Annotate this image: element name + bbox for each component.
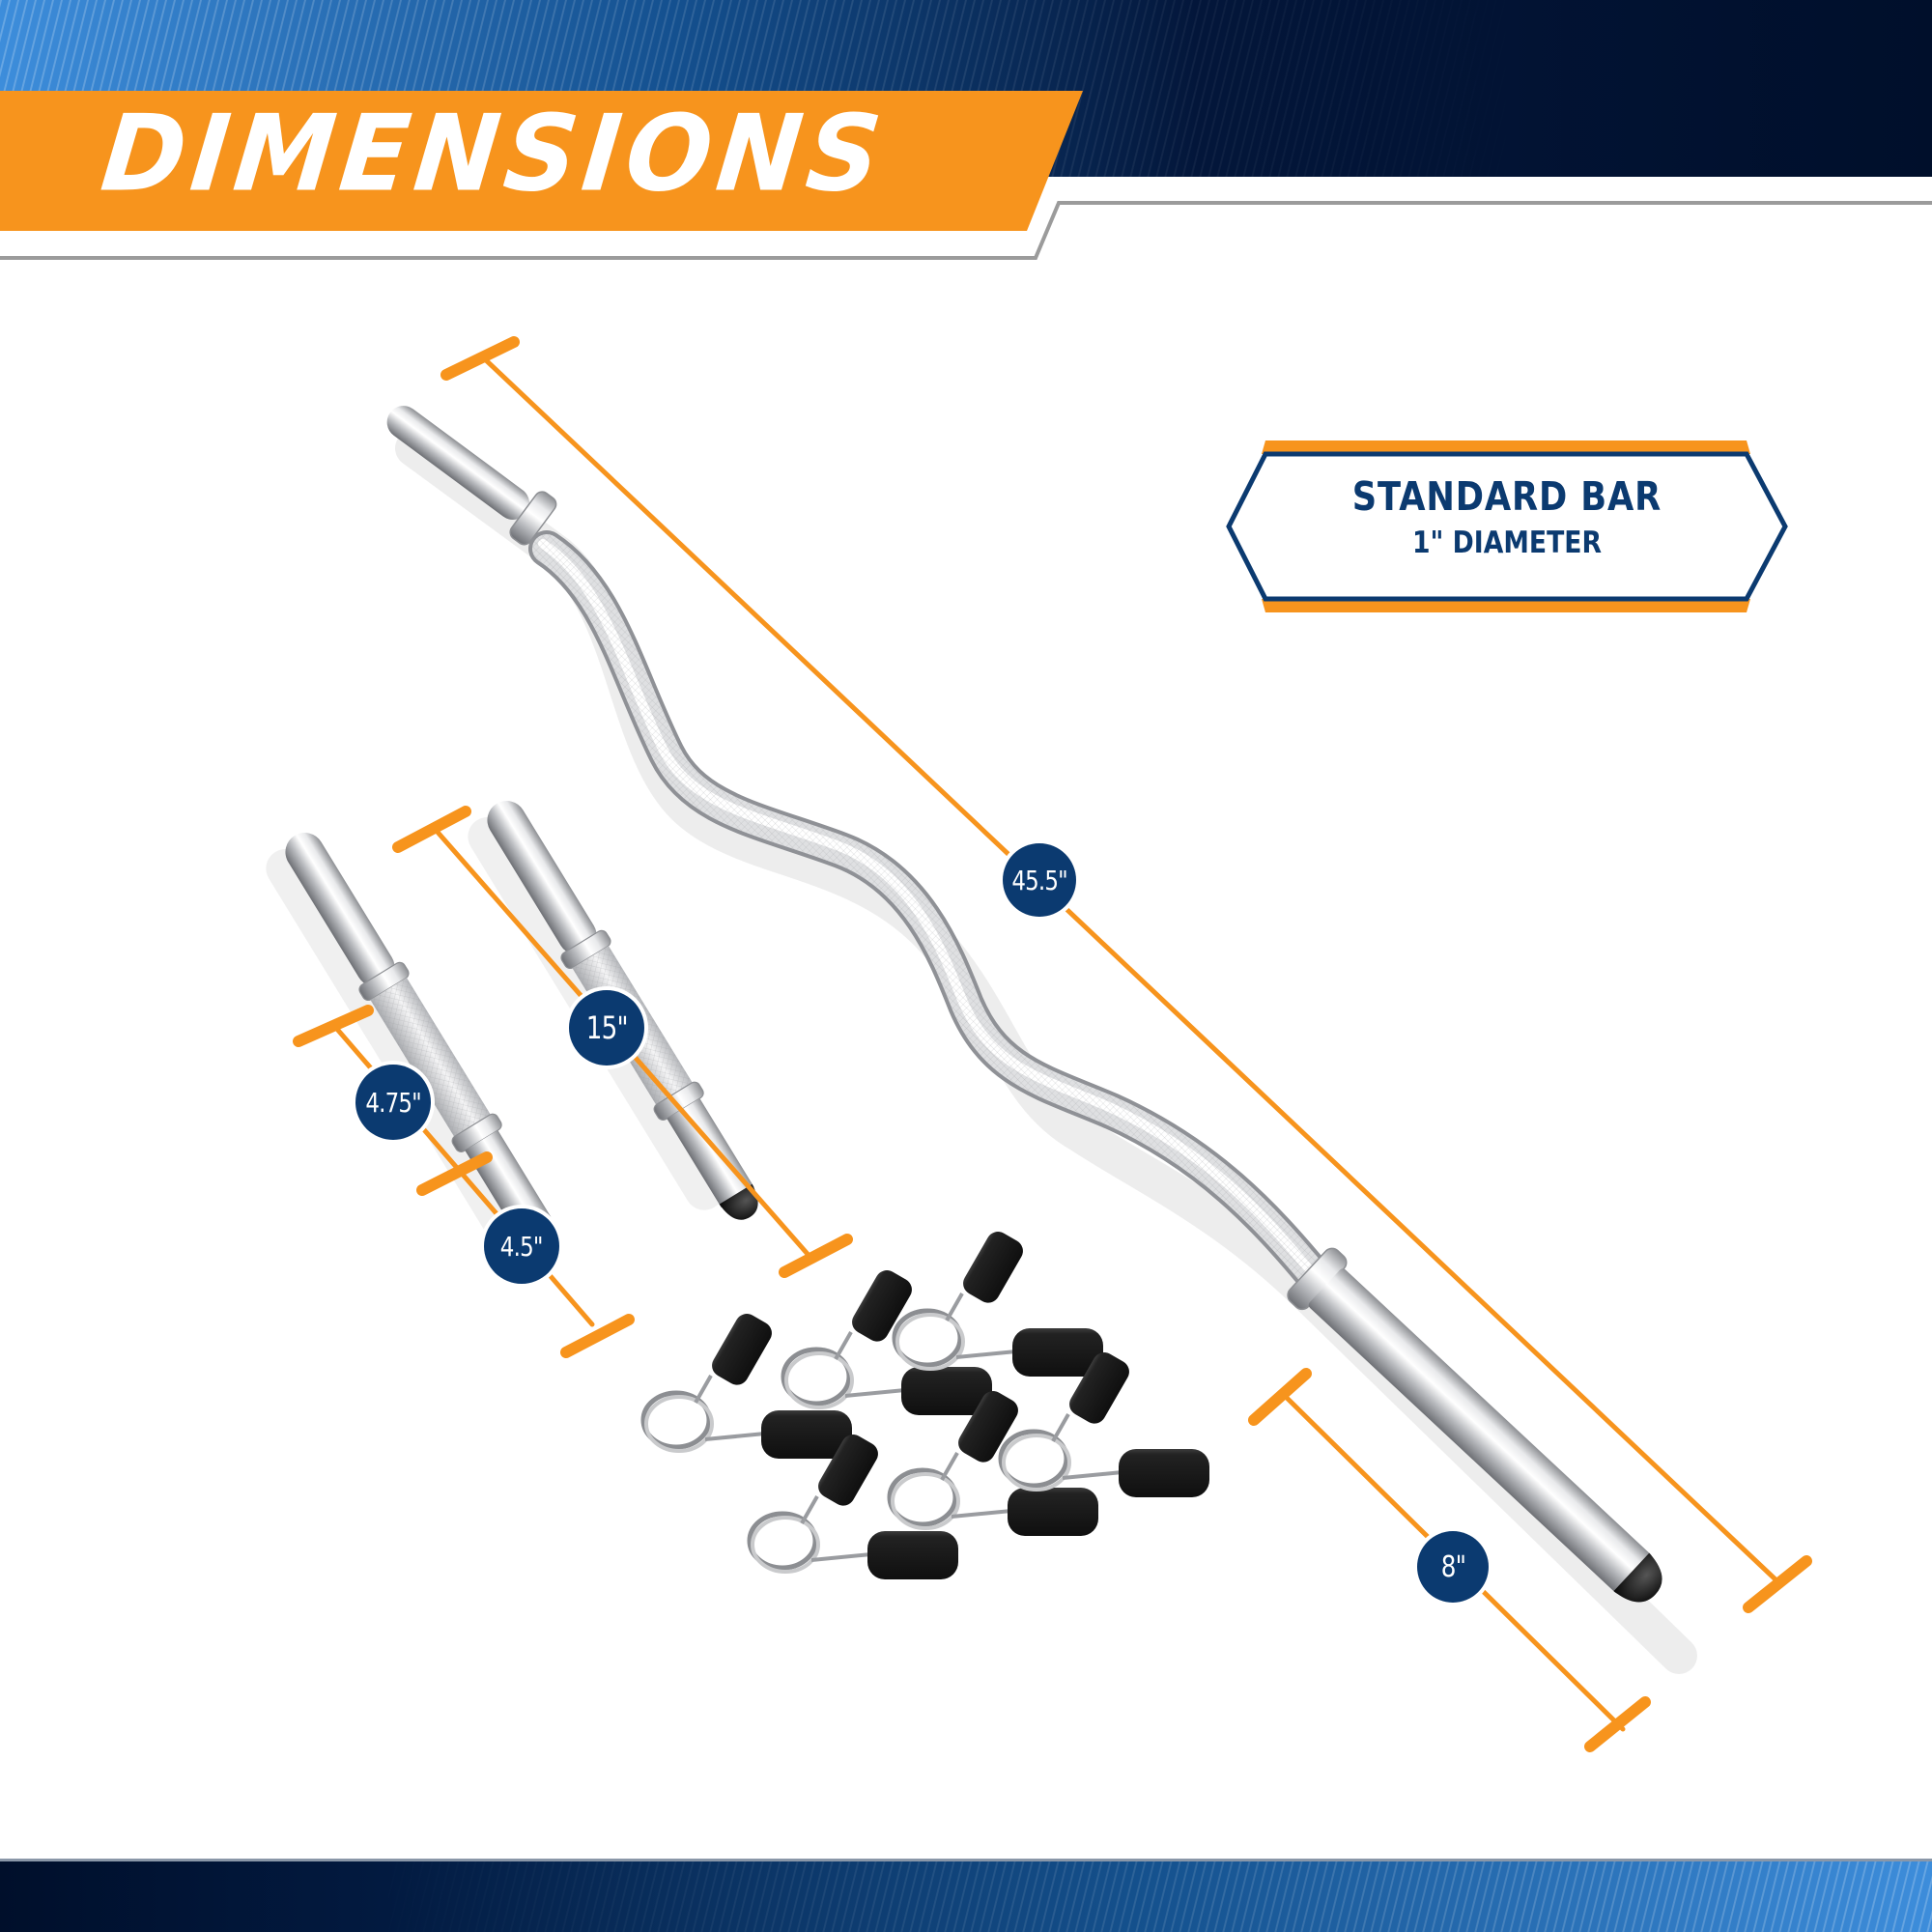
spring-collar	[892, 1232, 1103, 1377]
curl-bar	[386, 406, 1697, 1674]
spring-collar	[998, 1352, 1209, 1497]
callout-subtitle: 1" DIAMETER	[1411, 526, 1603, 560]
spring-collar	[781, 1270, 992, 1415]
standard-bar-callout: STANDARD BAR 1" DIAMETER	[1227, 473, 1787, 560]
spring-collar	[640, 1314, 852, 1459]
badge-dumbbell-length: 15"	[569, 990, 644, 1065]
callout-title: STANDARD BAR	[1351, 473, 1662, 520]
standard-bar-callout-frame	[1226, 440, 1788, 612]
badge-dumbbell-sleeve: 4.5"	[484, 1208, 559, 1284]
badge-curl-bar-sleeve: 8"	[1417, 1531, 1489, 1603]
spring-collars	[640, 1232, 1209, 1579]
badge-dumbbell-grip: 4.75"	[355, 1065, 431, 1140]
spring-collar	[887, 1391, 1098, 1536]
dimension-lines	[293, 336, 1812, 1752]
spring-collar	[747, 1435, 958, 1579]
badge-curl-bar-length: 45.5"	[1003, 843, 1076, 917]
